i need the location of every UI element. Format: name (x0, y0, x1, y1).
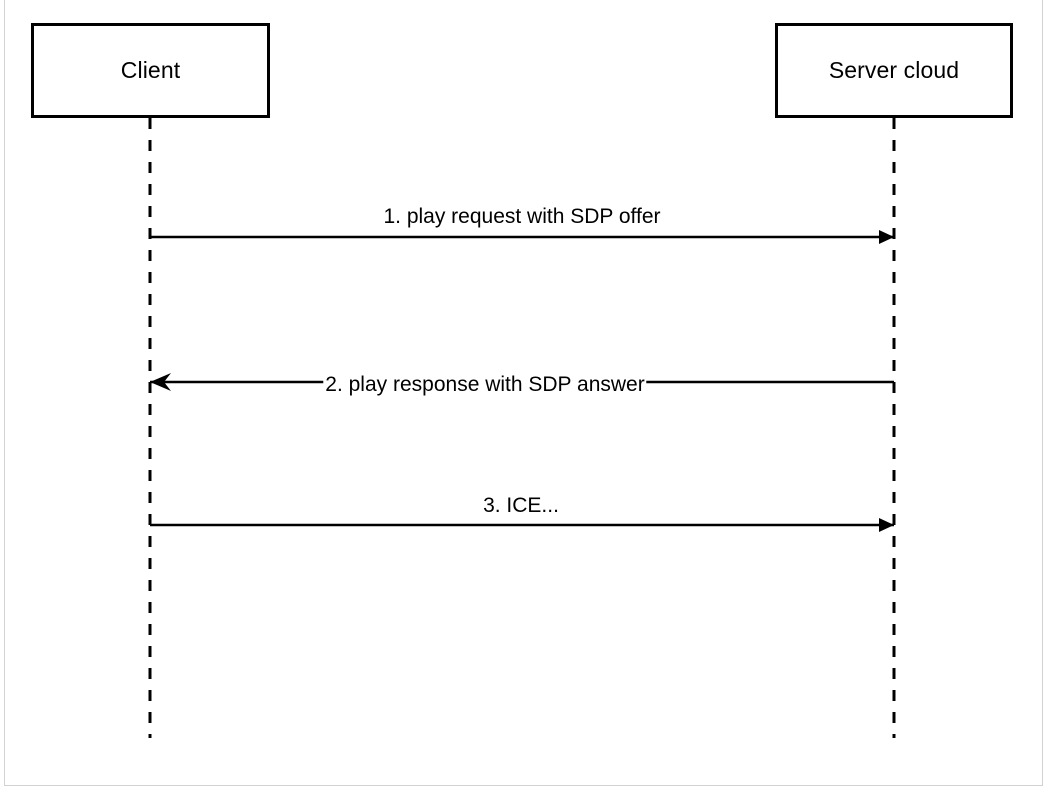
message-label-2: 2. play response with SDP answer (323, 373, 647, 396)
participant-label-server: Server cloud (828, 57, 960, 83)
participant-box-client[interactable]: Client (31, 23, 270, 118)
participant-label-client: Client (120, 57, 181, 83)
participant-box-server[interactable]: Server cloud (775, 23, 1013, 118)
message-label-1: 1. play request with SDP offer (383, 205, 661, 228)
message-label-3: 3. ICE... (483, 494, 559, 517)
